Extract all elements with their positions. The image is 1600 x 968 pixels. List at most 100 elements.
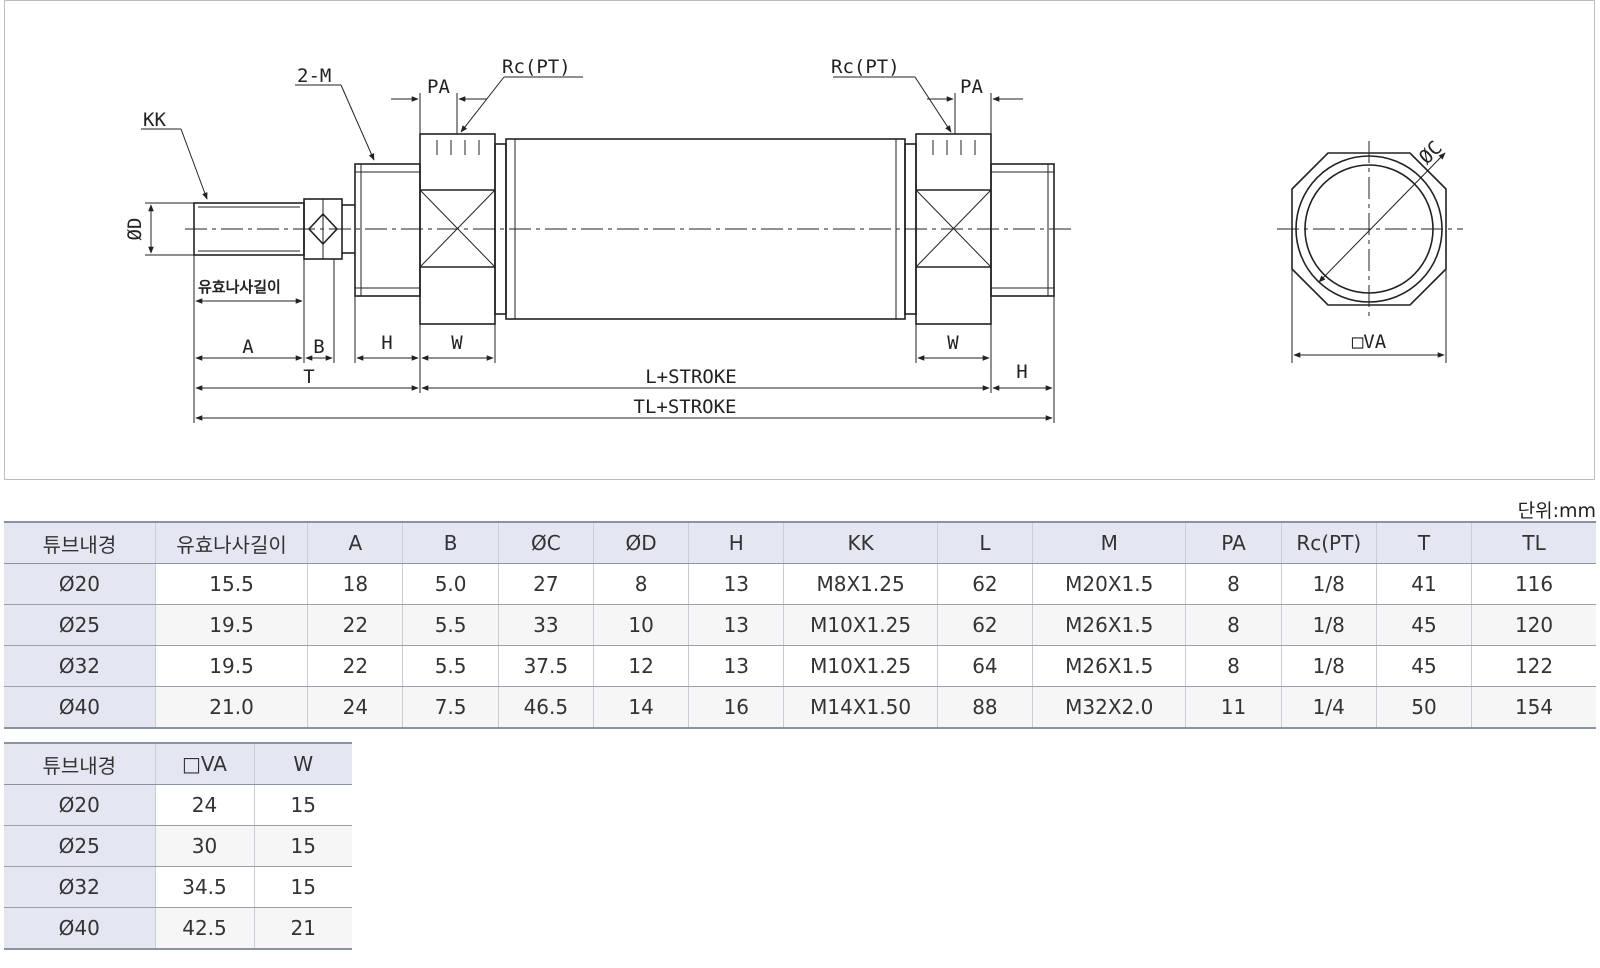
pa-right-label: PA <box>960 76 983 98</box>
table-cell: 13 <box>688 645 784 687</box>
dimension-table-column-header: TL <box>1471 521 1596 564</box>
table-cell: 1/8 <box>1280 563 1377 605</box>
table-cell: 15.5 <box>154 563 308 605</box>
table-cell: 30 <box>154 825 254 867</box>
dimension-table-column-header: KK <box>783 521 938 564</box>
w-left-label: W <box>451 332 463 354</box>
dimension-table-column-header: T <box>1375 521 1472 564</box>
dimension-table-column-header: B <box>402 521 499 564</box>
table-cell: 116 <box>1471 563 1596 605</box>
rc-left-label: Rc(PT) <box>502 56 571 78</box>
table-cell: 16 <box>688 686 784 729</box>
table-cell: 8 <box>1185 645 1282 687</box>
h-left-label: H <box>381 332 392 354</box>
table-cell: 8 <box>592 563 689 605</box>
table-cell: 5.0 <box>402 563 499 605</box>
va-w-table-column-header: W <box>253 742 352 785</box>
va-w-table-column-header: 튜브내경 <box>4 742 155 785</box>
dimension-table-column-header: 유효나사길이 <box>154 521 308 564</box>
table-cell: 45 <box>1375 604 1472 646</box>
table-cell: 50 <box>1375 686 1472 729</box>
va-label: □VA <box>1352 331 1387 353</box>
table-cell: 18 <box>307 563 403 605</box>
table-cell: 19.5 <box>154 645 308 687</box>
table-cell: 62 <box>936 563 1033 605</box>
dimension-table-column-header: ØD <box>592 521 689 564</box>
table-cell: 15 <box>253 825 352 867</box>
table-cell: 24 <box>307 686 403 729</box>
dimension-table-column-header: H <box>688 521 784 564</box>
cylinder-drawing: KK 2-M PA Rc(PT) Rc(PT) PA ØD 유효나사길이 A B… <box>124 56 1463 423</box>
table-cell: 22 <box>307 645 403 687</box>
bore-size-cell: Ø40 <box>4 686 156 729</box>
table-cell: 1/8 <box>1280 645 1377 687</box>
side-view <box>185 133 1073 325</box>
b-label: B <box>313 336 324 358</box>
table-cell: 1/4 <box>1280 686 1377 729</box>
table-cell: 46.5 <box>497 686 594 729</box>
dimension-table-column-header: M <box>1032 521 1186 564</box>
kk-label: KK <box>143 109 166 131</box>
bore-size-cell: Ø25 <box>4 604 156 646</box>
unit-note: 단위:mm <box>1517 500 1596 522</box>
table-cell: M20X1.5 <box>1032 563 1186 605</box>
bore-size-cell: Ø40 <box>4 907 155 950</box>
bore-size-cell: Ø25 <box>4 825 155 867</box>
table-cell: 33 <box>497 604 594 646</box>
table-cell: 19.5 <box>154 604 308 646</box>
table-cell: M14X1.50 <box>783 686 938 729</box>
table-cell: 11 <box>1185 686 1282 729</box>
table-cell: 154 <box>1471 686 1596 729</box>
drawing-labels: KK 2-M PA Rc(PT) Rc(PT) PA ØD 유효나사길이 A B… <box>124 56 1447 418</box>
dimension-table-column-header: L <box>936 521 1033 564</box>
bore-size-cell: Ø32 <box>4 645 156 687</box>
bore-size-cell: Ø32 <box>4 866 155 908</box>
l-stroke-label: L+STROKE <box>645 366 737 388</box>
rc-right-label: Rc(PT) <box>831 56 900 78</box>
a-label: A <box>242 336 254 358</box>
table-cell: 45 <box>1375 645 1472 687</box>
dimension-table-column-header: 튜브내경 <box>4 521 156 564</box>
drawing-frame: KK 2-M PA Rc(PT) Rc(PT) PA ØD 유효나사길이 A B… <box>4 0 1595 480</box>
table-cell: 15 <box>253 866 352 908</box>
table-cell: M32X2.0 <box>1032 686 1186 729</box>
phi-d-label: ØD <box>124 218 146 241</box>
dimension-table-column-header: ØC <box>497 521 594 564</box>
table-cell: 27 <box>497 563 594 605</box>
table-cell: M10X1.25 <box>783 604 938 646</box>
table-cell: 21 <box>253 907 352 950</box>
table-cell: 88 <box>936 686 1033 729</box>
table-cell: 64 <box>936 645 1033 687</box>
dimension-table-column-header: Rc(PT) <box>1280 521 1377 564</box>
table-cell: 21.0 <box>154 686 308 729</box>
table-cell: 13 <box>688 604 784 646</box>
dimension-lines <box>141 76 1055 423</box>
table-cell: 120 <box>1471 604 1596 646</box>
thread-length-label: 유효나사길이 <box>198 278 281 296</box>
table-cell: 15 <box>253 784 352 826</box>
bore-size-cell: Ø20 <box>4 784 155 826</box>
va-w-table-column-header: □VA <box>154 742 254 785</box>
bore-size-cell: Ø20 <box>4 563 156 605</box>
dimension-table-column-header: A <box>307 521 403 564</box>
table-cell: 8 <box>1185 563 1282 605</box>
table-cell: 34.5 <box>154 866 254 908</box>
table-cell: 7.5 <box>402 686 499 729</box>
dimension-table-column-header: PA <box>1185 521 1282 564</box>
pa-left-label: PA <box>427 76 450 98</box>
